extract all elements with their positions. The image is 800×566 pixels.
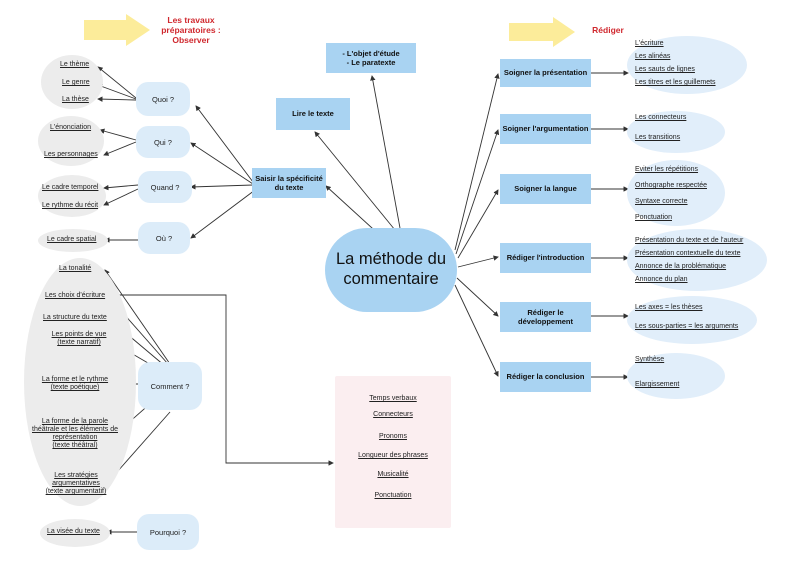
ecriture-ponctuation: Ponctuation: [374, 492, 412, 499]
item-titres-guillemets: Les titres et les guillemets: [635, 79, 716, 86]
box-objet-paratexte: - L'objet d'étude - Le paratexte: [326, 43, 416, 73]
item-enonciation: L'énonciation: [50, 124, 92, 131]
item-syntaxe: Syntaxe correcte: [635, 198, 688, 205]
blob-developpement-items: [627, 296, 757, 344]
box-soigner-presentation: Soigner la présentation: [500, 59, 591, 87]
item-transitions: Les transitions: [635, 134, 681, 141]
ecriture-longueur-phrases: Longueur des phrases: [358, 452, 428, 459]
question-pourquoi: Pourquoi ?: [137, 514, 199, 550]
box-lire-texte: Lire le texte: [276, 98, 350, 130]
item-forme-rythme: La forme et le rythme (texte poétique): [41, 376, 109, 392]
blob-pourquoi-items: [40, 519, 110, 547]
item-presentation-contextuelle: Présentation contextuelle du texte: [635, 250, 741, 257]
ecriture-panel: [335, 376, 451, 528]
item-cadre-temporel: Le cadre temporel: [42, 184, 99, 191]
blob-ou-items: [38, 229, 108, 252]
item-choix-ecriture: Les choix d'écriture: [45, 292, 106, 299]
blob-presentation-items: [627, 36, 747, 94]
item-elargissement: Elargissement: [635, 381, 680, 388]
box-rediger-introduction: Rédiger l'introduction: [500, 243, 591, 273]
item-points-de-vue: Les points de vue (texte narratif): [51, 331, 107, 347]
item-forme-parole: La forme de la parole théâtrale et les é…: [32, 418, 118, 450]
blob-qui-items: [38, 116, 104, 166]
ecriture-pronoms: Pronoms: [378, 433, 407, 440]
blob-comment-items: [24, 258, 136, 506]
item-synthese: Synthèse: [635, 356, 665, 363]
question-comment: Comment ?: [138, 362, 202, 410]
blob-langue-items: [627, 160, 725, 226]
item-these: La thèse: [62, 96, 89, 103]
item-sauts-lignes: Les sauts de lignes: [635, 66, 695, 73]
item-personnages: Les personnages: [44, 151, 98, 158]
item-visee-texte: La visée du texte: [47, 528, 100, 535]
blob-argumentation-items: [627, 111, 725, 153]
banner-arrow-right: [509, 17, 575, 47]
box-soigner-argumentation: Soigner l'argumentation: [500, 114, 591, 144]
item-strategies-argumentatives: Les stratégies argumentatives (texte arg…: [45, 472, 107, 496]
item-structure-texte: La structure du texte: [43, 314, 107, 321]
question-ou: Où ?: [138, 222, 190, 254]
item-annonce-problematique: Annonce de la problématique: [635, 263, 727, 270]
item-annonce-plan: Annonce du plan: [635, 276, 688, 283]
title-observer: Les travaux préparatoires : Observer: [161, 15, 221, 46]
box-saisir-specificite: Saisir la spécificité du texte: [252, 168, 326, 198]
question-quand: Quand ?: [138, 171, 192, 203]
item-tonalite: La tonalité: [59, 265, 92, 272]
blob-conclusion-items: [627, 353, 725, 399]
item-orthographe: Orthographe respectée: [635, 182, 707, 189]
item-theme: Le thème: [60, 61, 90, 68]
item-eviter-repetitions: Eviter les répétitions: [635, 166, 699, 173]
box-rediger-conclusion: Rédiger la conclusion: [500, 362, 591, 392]
title-rediger: Rédiger: [592, 25, 624, 35]
ecriture-connecteurs: Connecteurs: [373, 411, 413, 418]
item-connecteurs: Les connecteurs: [635, 114, 687, 121]
box-soigner-langue: Soigner la langue: [500, 174, 591, 204]
question-quoi: Quoi ?: [136, 82, 190, 116]
central-topic: La méthode du commentaire: [325, 228, 457, 312]
blob-introduction-items: [627, 229, 767, 291]
item-alineas: Les alinéas: [635, 53, 671, 60]
item-ecriture: L'écriture: [635, 40, 664, 47]
ecriture-musicalite: Musicalité: [377, 471, 409, 478]
item-axes-theses: Les axes = les thèses: [635, 304, 703, 311]
item-ponctuation-langue: Ponctuation: [635, 214, 672, 221]
blob-quoi-items: [41, 55, 103, 109]
question-qui: Qui ?: [136, 126, 190, 158]
item-sous-parties-arguments: Les sous-parties = les arguments: [635, 323, 739, 330]
ecriture-temps-verbaux: Temps verbaux: [369, 395, 417, 402]
blob-quand-items: [38, 175, 106, 217]
box-rediger-developpement: Rédiger le développement: [500, 302, 591, 332]
item-rythme-recit: Le rythme du récit: [42, 202, 99, 209]
item-genre: Le genre: [62, 79, 90, 86]
banner-arrow-left: [84, 14, 150, 46]
item-presentation-texte-auteur: Présentation du texte et de l'auteur: [635, 237, 744, 244]
item-cadre-spatial: Le cadre spatial: [47, 236, 97, 243]
